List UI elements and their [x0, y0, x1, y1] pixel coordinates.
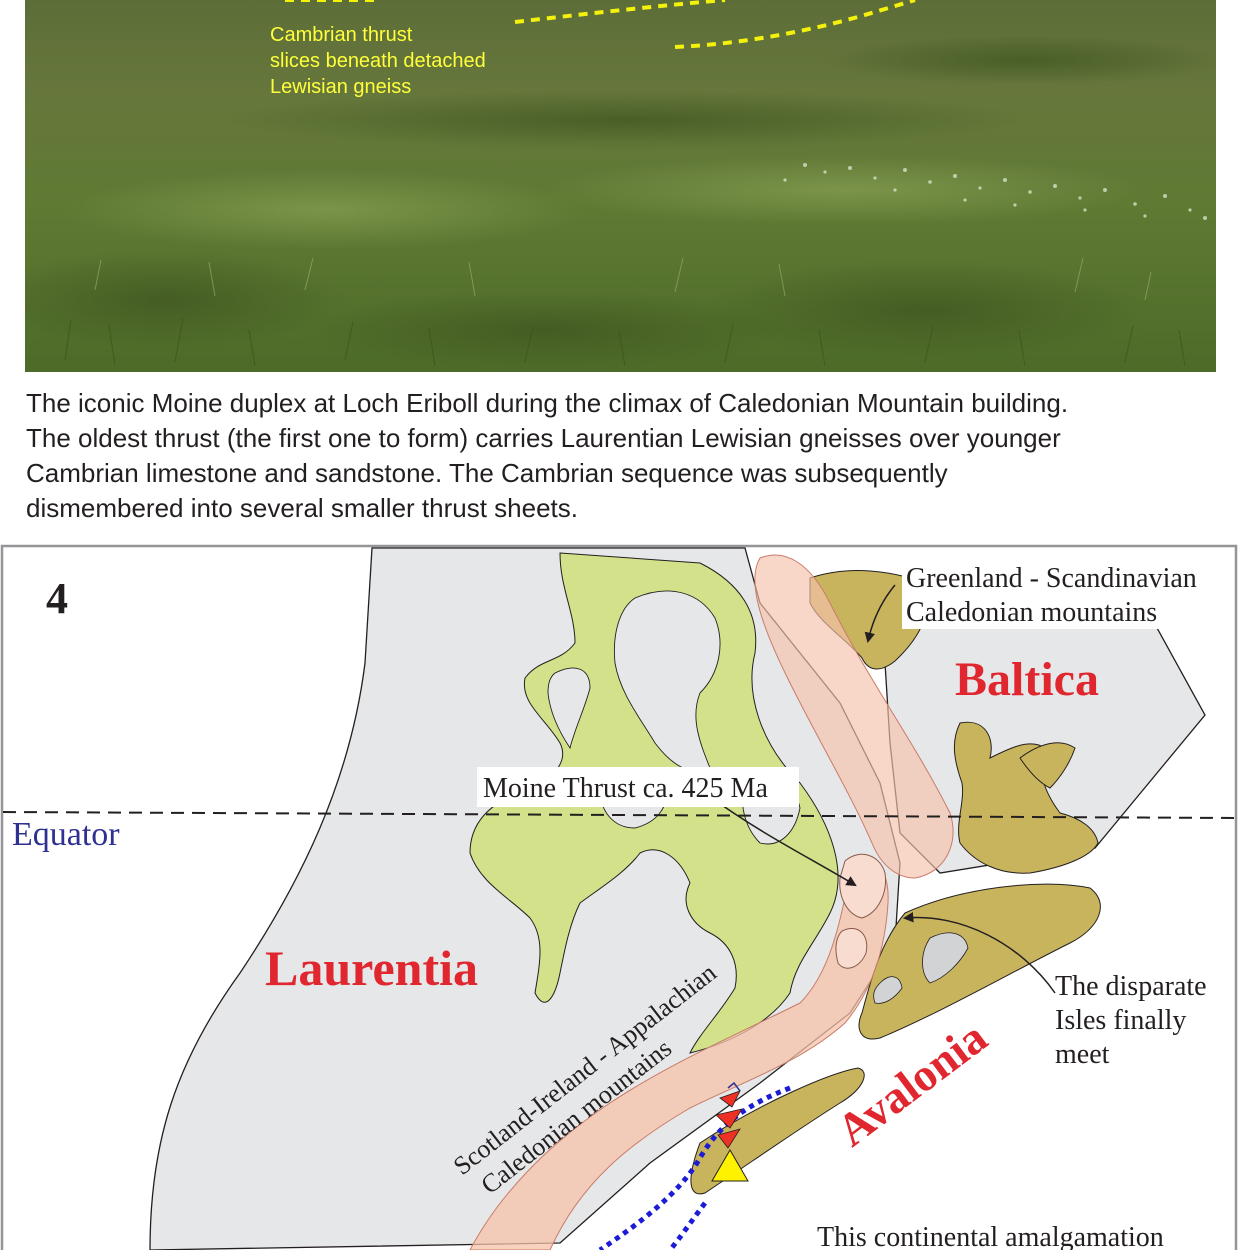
caption-line: Cambrian limestone and sandstone. The Ca… [26, 458, 948, 488]
photo-label-line: Lewisian gneiss [270, 76, 412, 98]
greenland-orogen-belt [754, 554, 954, 879]
moorland-landscape [25, 0, 1216, 372]
panel-number: 4 [46, 574, 68, 623]
greenland-label-box [902, 561, 1230, 629]
volcano-triangle [711, 1149, 749, 1182]
photo-caption: The iconic Moine duplex at Loch Eriboll … [26, 386, 1250, 526]
laurentia-label: Laurentia [265, 940, 478, 996]
moine-label: Moine Thrust ca. 425 Ma [483, 773, 768, 804]
caption-line: dismembered into several smaller thrust … [26, 493, 579, 523]
moine-callout-arrow [711, 797, 857, 887]
photo-label-line: slices beneath detached [270, 50, 486, 72]
avalonia-grey-inlier [922, 932, 969, 984]
volcanic-arc-symbols [715, 1081, 743, 1149]
moine-thrust-outcrop [835, 928, 868, 969]
appalachian-orogen-belt [469, 862, 889, 1250]
isles-label-line: The disparate [1055, 971, 1207, 1002]
map-canvas: 4 Equator Greenland - Scandinavian Caled… [0, 544, 1238, 1250]
subduction-zone [668, 1201, 708, 1250]
isles-label-line: Isles finally [1055, 1005, 1186, 1036]
paleogeographic-map: 4 Equator Greenland - Scandinavian Caled… [0, 543, 1250, 1250]
cambrian-thrust-label: Cambrian thrust slices beneath detached … [270, 22, 570, 100]
subduction-zone [598, 1085, 791, 1250]
avalonia-block [858, 883, 1101, 1040]
isles-label-line: meet [1055, 1039, 1110, 1070]
greenland-label-line: Caledonian mountains [906, 597, 1157, 628]
baltica-olive-arm [1019, 742, 1076, 789]
moine-label-box [477, 767, 799, 807]
baltica-label: Baltica [955, 653, 1099, 706]
greenland-label-line: Greenland - Scandinavian [906, 563, 1197, 594]
loch-eriboll-photo: Cambrian thrust slices beneath detached … [25, 0, 1216, 372]
equator-line [2, 811, 1237, 819]
caption-line: The oldest thrust (the first one to form… [26, 423, 1061, 453]
grey-inlier [547, 667, 591, 750]
caption-line: The iconic Moine duplex at Loch Eriboll … [26, 388, 1069, 418]
photo-label-line: Cambrian thrust [270, 24, 413, 46]
baltica-olive-lobe [953, 721, 1099, 874]
avalonia-grey-inlier [873, 976, 903, 1004]
greenland-callout-arrow [864, 584, 896, 644]
equator-label: Equator [12, 816, 120, 853]
amalgamation-label: This continental amalgamation [817, 1222, 1164, 1250]
moine-thrust-outcrop [839, 853, 887, 919]
isles-callout-arrow [902, 912, 1056, 994]
